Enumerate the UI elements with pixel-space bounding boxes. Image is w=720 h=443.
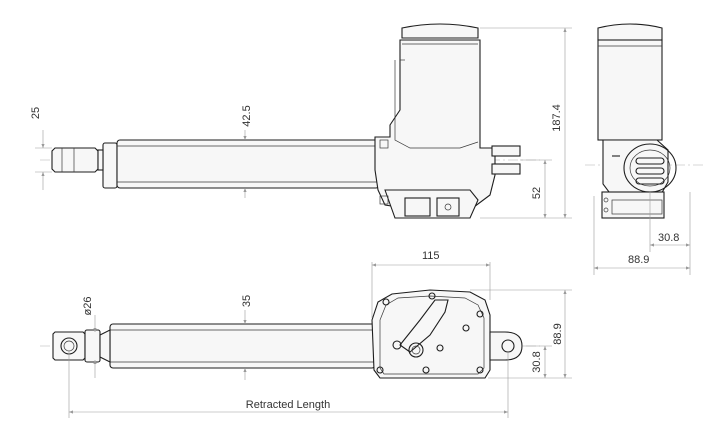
end-view: 30.8 88.9 [585, 23, 705, 275]
dim-rear-eye-offset: 30.8 [531, 351, 543, 372]
dim-end-view-offset: 30.8 [658, 232, 679, 244]
dim-motor-axis-height: 52 [531, 187, 543, 199]
dim-retracted-length: Retracted Length [246, 399, 330, 411]
dim-gearbox-width: 88.9 [552, 323, 564, 344]
side-view: 25 42.5 187.4 52 [30, 23, 572, 219]
dim-tube-width-top: 35 [241, 295, 253, 307]
dim-overall-height: 187.4 [551, 104, 563, 132]
dim-tube-height: 42.5 [241, 105, 253, 126]
top-view: 115 ø26 35 88.9 30.8 Retracted Length [40, 250, 572, 418]
dim-rod-eye-height: 25 [30, 107, 42, 119]
dim-end-view-width: 88.9 [628, 254, 649, 266]
dim-gearbox-length: 115 [422, 250, 440, 262]
dim-eye-diameter: ø26 [82, 297, 94, 316]
